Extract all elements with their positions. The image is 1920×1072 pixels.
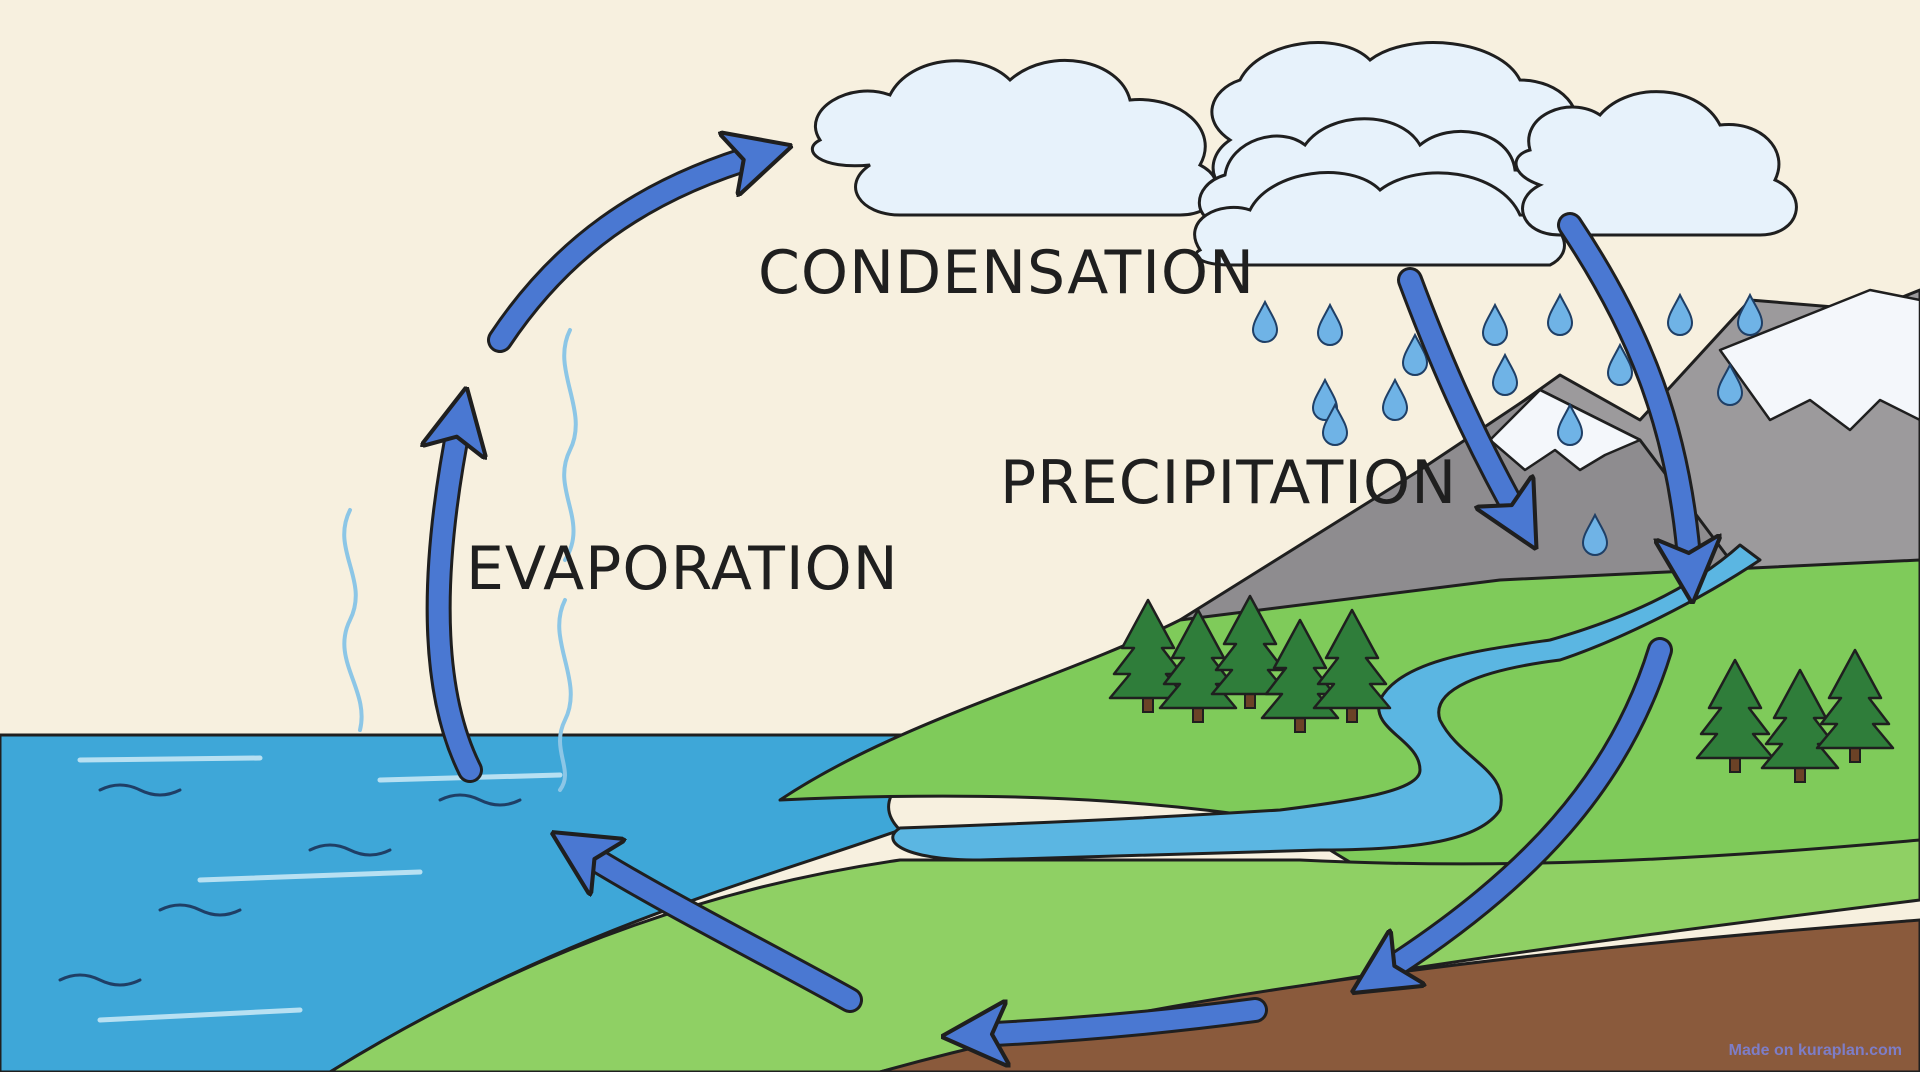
river: [891, 543, 1762, 862]
snow-cap-right: [1718, 288, 1920, 432]
vapor-line: [342, 508, 364, 732]
cloud-left: [810, 58, 1219, 217]
cycle-arrows: [439, 155, 1690, 1035]
arrow-rising: [487, 155, 760, 353]
label-precipitation: PRECIPITATION: [1000, 448, 1458, 518]
arrow-precipitation-left: [1397, 267, 1520, 520]
label-evaporation: EVAPORATION: [466, 534, 899, 604]
vapor-lines: [342, 328, 578, 792]
cloud-front: [1193, 117, 1566, 267]
vapor-line: [557, 598, 573, 792]
ocean-waves: [58, 783, 522, 987]
watermark: Made on kuraplan.com: [1728, 1042, 1902, 1059]
arrow-precipitation-right: [1557, 212, 1690, 570]
vapor-line: [562, 328, 578, 562]
arrow-groundwater: [975, 997, 1268, 1035]
label-condensation: CONDENSATION: [758, 238, 1256, 308]
arrow-runoff: [1380, 637, 1673, 975]
arrow-evaporation: [439, 420, 470, 783]
cloud-right: [1514, 90, 1798, 237]
arrow-return-ocean: [580, 850, 863, 1013]
